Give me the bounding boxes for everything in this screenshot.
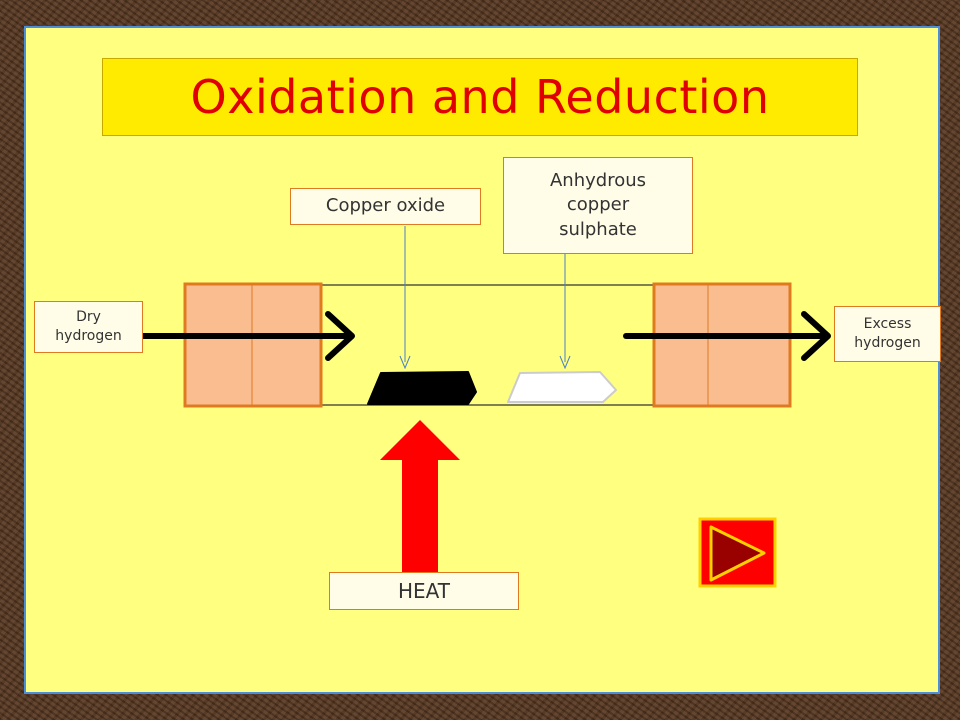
copper-oxide-heap bbox=[367, 371, 477, 405]
left-stopper bbox=[183, 282, 323, 408]
dry-hydrogen-label: Dry hydrogen bbox=[34, 301, 143, 353]
excess-hydrogen-arrow bbox=[623, 311, 831, 361]
excess-hydrogen-label-text: Excess hydrogen bbox=[854, 316, 921, 351]
anhydrous-label: Anhydrous copper sulphate bbox=[503, 157, 693, 254]
heat-label-text: HEAT bbox=[397, 578, 451, 603]
copper-oxide-label-text: Copper oxide bbox=[325, 195, 446, 217]
anhydrous-label-text: Anhydrous copper sulphate bbox=[549, 170, 646, 240]
right-stopper bbox=[652, 282, 792, 408]
dry-hydrogen-label-text: Dry hydrogen bbox=[55, 309, 122, 344]
copper-oxide-pointer bbox=[399, 226, 411, 370]
page-title: Oxidation and Reduction bbox=[190, 70, 770, 124]
copper-oxide-label: Copper oxide bbox=[290, 188, 481, 225]
title-banner: Oxidation and Reduction bbox=[102, 58, 858, 136]
anhydrous-powder-heap bbox=[507, 371, 617, 403]
heat-arrow bbox=[380, 420, 460, 572]
heat-label: HEAT bbox=[329, 572, 519, 610]
play-triangle-icon bbox=[709, 525, 766, 582]
dry-hydrogen-arrow bbox=[140, 311, 355, 361]
play-button[interactable] bbox=[698, 517, 777, 588]
anhydrous-pointer bbox=[559, 254, 571, 370]
excess-hydrogen-label: Excess hydrogen bbox=[834, 306, 941, 362]
